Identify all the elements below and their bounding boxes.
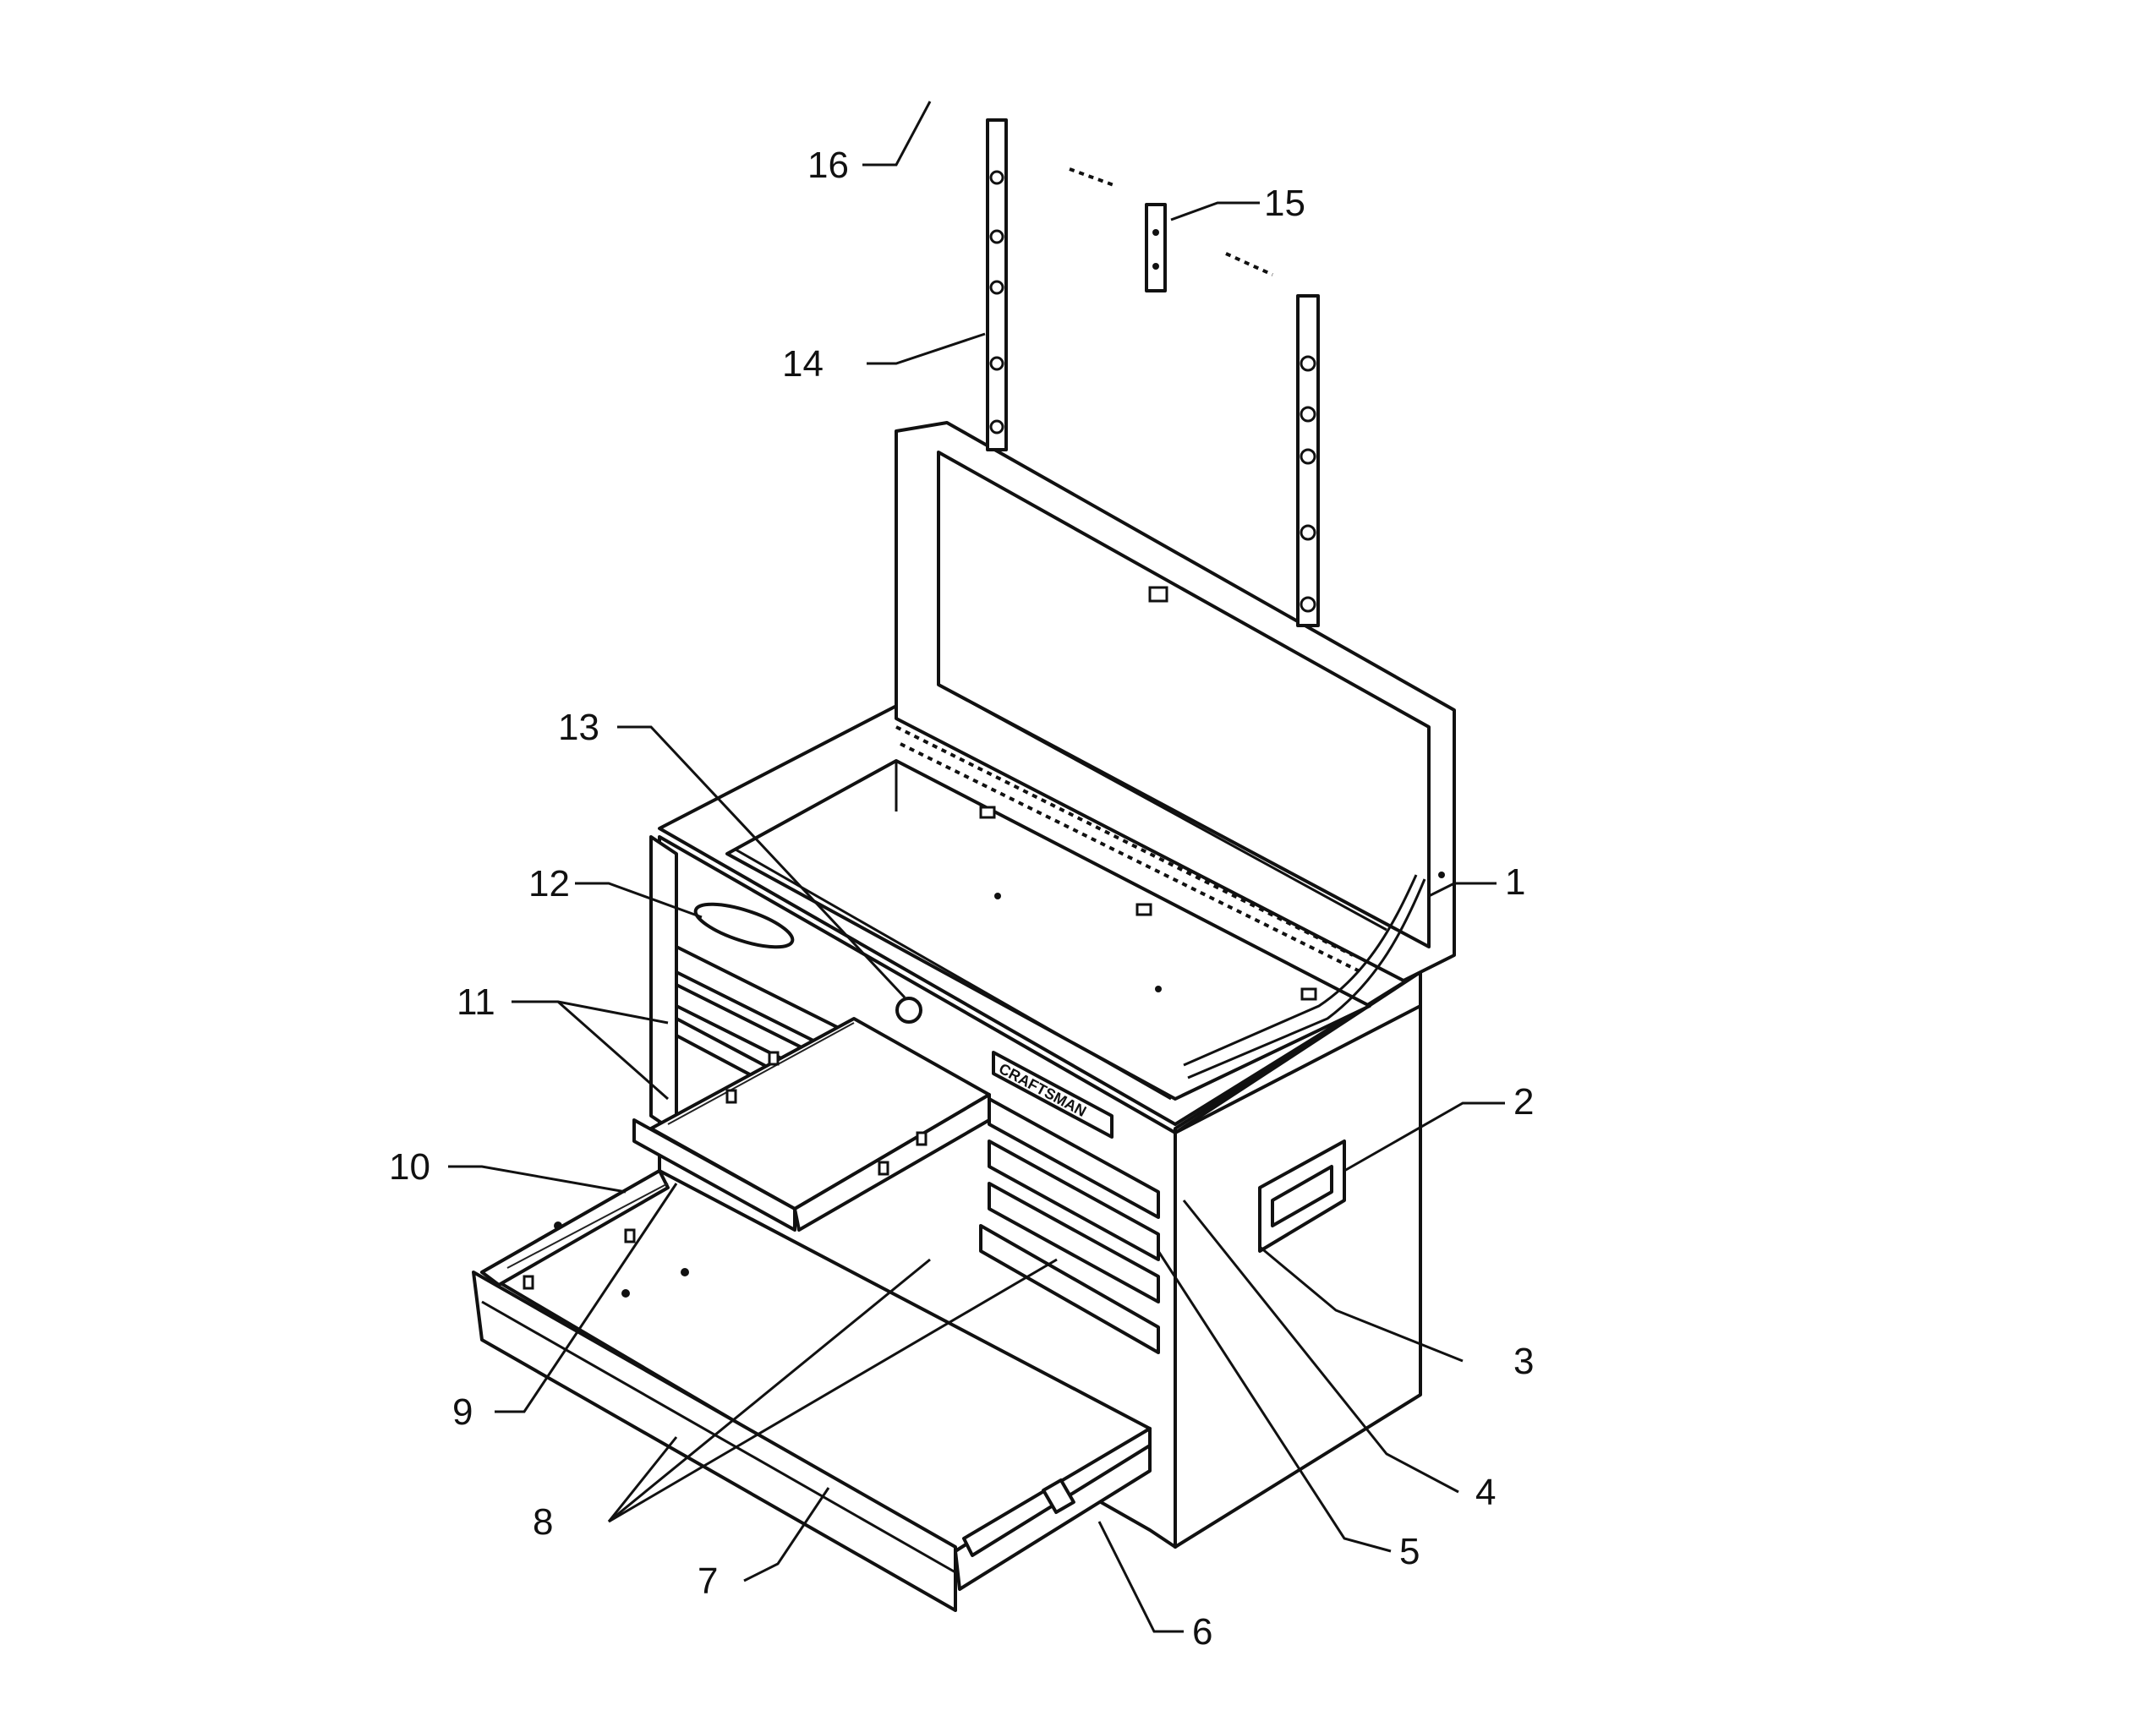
drawer-slot (768, 1051, 780, 1066)
callout-5: 5 (1399, 1531, 1420, 1572)
callout-11: 11 (457, 981, 495, 1023)
callout-6: 6 (1192, 1611, 1212, 1653)
lid (895, 421, 1456, 1079)
drawer-rail (506, 1183, 669, 1269)
leader-10 (448, 1165, 627, 1194)
stay-hole (1300, 406, 1316, 423)
small-drawer-rail (667, 1022, 855, 1125)
drawer-front-right (988, 1182, 1160, 1303)
callout-7: 7 (698, 1560, 718, 1602)
leader-2 (1343, 1101, 1505, 1172)
stay-bracket (1145, 203, 1167, 292)
lid-inner-edge (938, 683, 1387, 932)
leader-8a (607, 1436, 678, 1522)
drawer-hole (621, 1289, 630, 1298)
stay-hole (1300, 448, 1316, 465)
stay-hole (1300, 524, 1316, 541)
leader-13 (617, 725, 906, 999)
lid-support-strut (1183, 874, 1418, 1067)
piano-hinge-2 (900, 742, 1362, 974)
drawer-hole (554, 1221, 562, 1230)
callout-9: 9 (452, 1391, 473, 1433)
tray-clip (1135, 903, 1152, 916)
screw-line (1069, 167, 1117, 188)
tray-clip (979, 806, 996, 819)
stay-bracket-hole (1152, 229, 1159, 236)
side-handle-grip (1271, 1165, 1333, 1227)
drawer-front-right (979, 1224, 1160, 1354)
leader-11a (512, 1000, 669, 1025)
callout-10: 10 (389, 1146, 430, 1188)
drawer-hole (681, 1268, 689, 1276)
lid-inner (937, 451, 1431, 948)
tray-mark (1155, 986, 1162, 992)
callout-2: 2 (1513, 1081, 1534, 1123)
callout-1: 1 (1505, 861, 1525, 903)
badge-oval (693, 902, 795, 949)
callout-8: 8 (533, 1501, 553, 1543)
open-small-drawer (632, 1017, 991, 1232)
leader-11b (557, 1000, 669, 1101)
drawer-slot (523, 1275, 534, 1290)
drawer-slot (916, 1131, 928, 1146)
leader-6 (1097, 1521, 1184, 1633)
leader-3 (1259, 1245, 1464, 1363)
leader-lines (448, 101, 1505, 1633)
leader-7 (743, 1487, 830, 1582)
stay-hole (989, 170, 1004, 185)
drawer-slot (878, 1161, 889, 1176)
large-drawer-front-lip (481, 1300, 956, 1574)
tray-edge-2 (735, 848, 1172, 1101)
leader-8b (608, 1258, 931, 1523)
callout-3: 3 (1513, 1341, 1534, 1382)
stay-hole (1300, 596, 1316, 613)
lid-latch (1148, 586, 1168, 603)
drawer-slot (624, 1228, 636, 1243)
stay-bracket-hole (1152, 263, 1159, 270)
leader-15 (1170, 201, 1260, 221)
callout-15: 15 (1264, 183, 1305, 224)
drawer-front-right (988, 1139, 1160, 1261)
callout-16: 16 (807, 145, 849, 186)
tray-clip (1300, 987, 1317, 1001)
large-drawer-front (472, 1271, 957, 1612)
leader-9 (495, 1183, 678, 1413)
lid-support-strut-2 (1187, 878, 1426, 1079)
leader-8c (608, 1258, 1058, 1523)
open-large-drawer (472, 1169, 1152, 1612)
stay-hole (989, 419, 1004, 434)
leader-12 (575, 882, 703, 919)
stay-hole (989, 229, 1004, 244)
callout-14: 14 (782, 343, 824, 385)
leader-4 (1182, 1200, 1459, 1494)
leader-14 (867, 332, 986, 365)
slide-catch (1042, 1478, 1075, 1514)
tray-mark (994, 893, 1001, 899)
stay-hole (989, 356, 1004, 371)
stay-hole (989, 280, 1004, 295)
lock (895, 997, 922, 1024)
piano-hinge (895, 725, 1354, 957)
stay-hole (1300, 355, 1316, 372)
lid-stays (986, 118, 1320, 627)
callout-13: 13 (558, 707, 599, 748)
leader-16 (862, 101, 932, 167)
leader-1 (1428, 882, 1497, 898)
drawer-slot (725, 1089, 737, 1104)
small-drawer-face (632, 1118, 796, 1232)
callout-4: 4 (1475, 1472, 1496, 1513)
callout-labels: 1 2 3 4 5 6 7 8 9 10 11 12 13 14 15 16 (389, 145, 1534, 1653)
leader-5 (1157, 1250, 1392, 1553)
screw-line (1225, 252, 1273, 276)
callout-12: 12 (528, 863, 570, 904)
lid-rivet (1438, 872, 1445, 878)
nameplate-plate (992, 1051, 1114, 1139)
